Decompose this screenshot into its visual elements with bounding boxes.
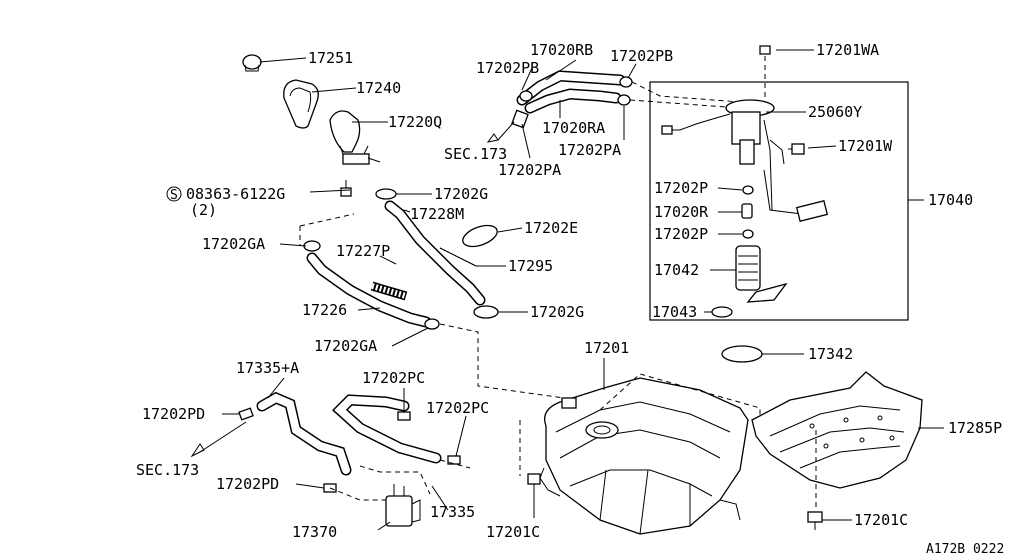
label-17202pc-upper[interactable]: 17202PC xyxy=(362,369,425,387)
evap-hose-17335a-part[interactable] xyxy=(256,391,352,476)
clamp-17202g-upper-part[interactable] xyxy=(375,188,397,200)
clamp-17202ga-upper-part[interactable] xyxy=(303,240,321,252)
filler-cap-part[interactable] xyxy=(242,54,262,72)
label-17201wa[interactable]: 17201WA xyxy=(816,41,879,59)
hose-17020r-part[interactable] xyxy=(741,203,753,219)
label-17202g-upper[interactable]: 17202G xyxy=(434,185,488,203)
label-17202pd-lower[interactable]: 17202PD xyxy=(216,475,279,493)
fuel-tank-17201-part[interactable] xyxy=(539,377,749,535)
clamp-17202p-lower-part[interactable] xyxy=(742,229,754,239)
label-17240[interactable]: 17240 xyxy=(356,79,401,97)
heat-shield-17285p-part[interactable] xyxy=(751,371,923,489)
label-17335-a[interactable]: 17335+A xyxy=(236,359,299,377)
clamp-17202e-part[interactable] xyxy=(460,221,500,250)
label-17228m[interactable]: 17228M xyxy=(410,205,464,223)
vent-tube-17020rb-part[interactable] xyxy=(516,70,626,106)
label-17202p-lower[interactable]: 17202P xyxy=(654,225,708,243)
clamp-17202pc-upper-part[interactable] xyxy=(397,411,411,421)
label-17202pa-right[interactable]: 17202PA xyxy=(558,141,621,159)
clamp-17202g-lower-part[interactable] xyxy=(473,305,499,319)
bolt-17201c-right-part[interactable] xyxy=(807,511,823,530)
label-sec173-upper[interactable]: SEC.173 xyxy=(444,145,507,163)
label-17251[interactable]: 17251 xyxy=(308,49,353,67)
breather-hose-part[interactable] xyxy=(306,252,432,328)
fuel-pump-assembly-frame xyxy=(649,81,909,321)
label-17202pd-upper[interactable]: 17202PD xyxy=(142,405,205,423)
float-arm-part[interactable] xyxy=(763,169,829,222)
label-17226[interactable]: 17226 xyxy=(302,301,347,319)
bolt-17201wa-part[interactable] xyxy=(759,45,771,100)
label-17202e[interactable]: 17202E xyxy=(524,219,578,237)
label-17201c-left[interactable]: 17201C xyxy=(486,523,540,541)
label-08363-6122g[interactable]: 08363-6122G xyxy=(186,185,285,203)
clamp-17202pd-upper-part[interactable] xyxy=(238,407,254,421)
filler-cap-seal-part[interactable] xyxy=(283,79,319,129)
label-25060y[interactable]: 25060Y xyxy=(808,103,862,121)
protector-17227p-part[interactable] xyxy=(370,281,408,301)
clamp-17202pc-lower-part[interactable] xyxy=(447,455,461,465)
filler-neck-part[interactable] xyxy=(329,110,381,165)
clamp-17202pa-part[interactable] xyxy=(511,94,631,129)
label-17040[interactable]: 17040 xyxy=(928,191,973,209)
gasket-17342-part[interactable] xyxy=(721,345,763,363)
bolt-17201c-left-part[interactable] xyxy=(527,473,541,500)
label-17020r[interactable]: 17020R xyxy=(654,203,709,221)
label-17335[interactable]: 17335 xyxy=(430,503,475,521)
bolt-08363-part[interactable] xyxy=(340,180,352,197)
label-17295[interactable]: 17295 xyxy=(508,257,553,275)
evap-hose-17335-part[interactable] xyxy=(332,394,442,464)
label-17285p[interactable]: 17285P xyxy=(948,419,1002,437)
label-08363-quantity: (2) xyxy=(190,201,217,219)
fuel-pump-17042-part[interactable] xyxy=(735,245,788,303)
canister-17370-part[interactable] xyxy=(385,484,421,527)
label-17220q[interactable]: 17220Q xyxy=(388,113,442,131)
protector-17295-part[interactable] xyxy=(439,247,477,267)
label-sec173-lower[interactable]: SEC.173 xyxy=(136,461,199,479)
label-17202g-lower[interactable]: 17202G xyxy=(530,303,584,321)
label-17202pc-lower[interactable]: 17202PC xyxy=(426,399,489,417)
label-17202pb-right[interactable]: 17202PB xyxy=(610,47,673,65)
pump-flange-25060y-part[interactable] xyxy=(661,99,785,211)
strainer-17043-part[interactable] xyxy=(711,306,733,318)
s-symbol-icon: S xyxy=(166,186,182,203)
filler-hose-part[interactable] xyxy=(384,200,486,306)
label-17201w[interactable]: 17201W xyxy=(838,137,893,155)
label-17020rb[interactable]: 17020RB xyxy=(530,41,593,59)
label-17201c-right[interactable]: 17201C xyxy=(854,511,908,529)
label-17227p[interactable]: 17227P xyxy=(336,242,390,260)
label-17202ga-upper[interactable]: 17202GA xyxy=(202,235,265,253)
diagram-reference-code: A172B 0222 xyxy=(926,542,1004,557)
label-17043[interactable]: 17043 xyxy=(652,303,697,321)
clamp-17202ga-lower-part[interactable] xyxy=(424,318,440,330)
bolt-17201w-part[interactable] xyxy=(788,143,805,155)
label-17202p-upper[interactable]: 17202P xyxy=(654,179,708,197)
label-17201[interactable]: 17201 xyxy=(584,339,629,357)
label-17202pa-left[interactable]: 17202PA xyxy=(498,161,561,179)
label-17342[interactable]: 17342 xyxy=(808,345,853,363)
label-17042[interactable]: 17042 xyxy=(654,261,699,279)
label-17202ga-lower[interactable]: 17202GA xyxy=(314,337,377,355)
svg-text:S: S xyxy=(170,188,178,203)
label-17202pb-left[interactable]: 17202PB xyxy=(476,59,539,77)
clamp-17202p-upper-part[interactable] xyxy=(742,185,754,195)
vent-tube-17020ra-part[interactable] xyxy=(524,88,622,114)
label-17020ra[interactable]: 17020RA xyxy=(542,119,605,137)
label-17370[interactable]: 17370 xyxy=(292,523,337,541)
